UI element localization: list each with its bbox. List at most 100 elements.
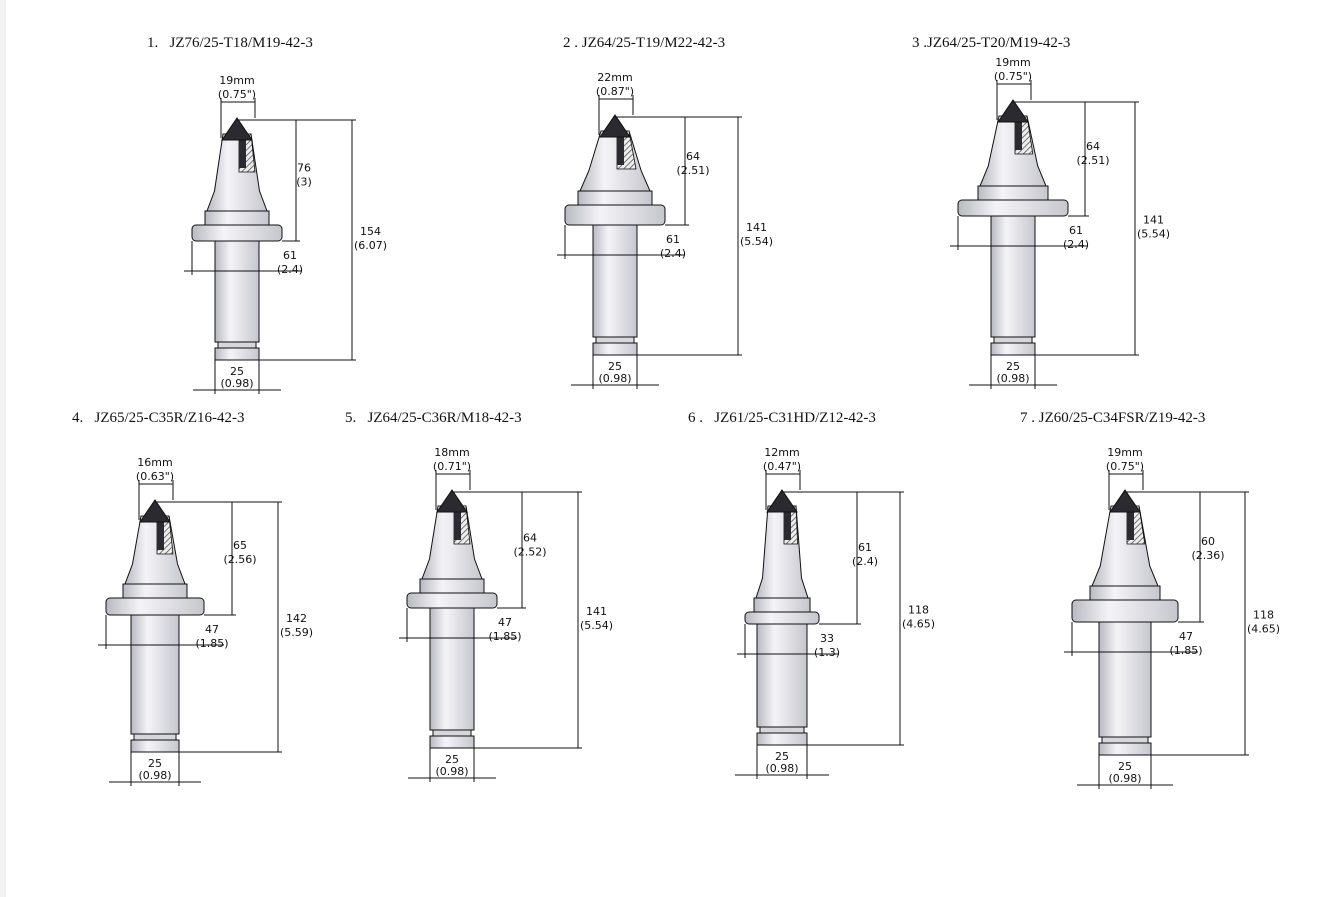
base-width-in: (0.98) <box>220 377 253 390</box>
carbide-tip <box>139 499 171 523</box>
head-length-mm: 61 <box>858 541 872 554</box>
pick-7-title: 7 . JZ60/25-C34FSR/Z19-42-3 <box>1020 410 1206 426</box>
carbide-tip <box>997 99 1029 123</box>
head-length-in: (2.51) <box>676 164 709 177</box>
pick-head-rim <box>122 583 188 599</box>
pick-head-rim <box>1089 585 1161 601</box>
base-width-in: (0.98) <box>765 762 798 775</box>
pick-2-drawing: 22mm(0.87")141(5.54)64(2.51)61(2.4)25(0.… <box>557 71 773 389</box>
shank-foot <box>756 732 808 746</box>
base-width-mm: 25 <box>1006 360 1020 373</box>
carbide-tip <box>221 117 253 141</box>
total-length-in: (6.07) <box>354 239 387 252</box>
shank-dimension-mm: 61 <box>283 249 297 262</box>
base-width-mm: 25 <box>608 360 622 373</box>
shank-groove <box>133 733 177 741</box>
total-length-mm: 154 <box>360 225 381 238</box>
head-length-mm: 60 <box>1201 535 1215 548</box>
pick-shank <box>756 623 808 728</box>
pick-5-drawing: 18mm(0.71")141(5.54)64(2.52)47(1.85)25(0… <box>399 446 613 782</box>
shank-groove <box>759 726 805 734</box>
shank-dimension-in: (2.4) <box>1063 238 1089 251</box>
pick-shank <box>429 607 475 731</box>
total-length-mm: 141 <box>746 221 767 234</box>
base-width-mm: 25 <box>230 365 244 378</box>
pick-collar <box>564 204 666 226</box>
pick-4-drawing: 16mm(0.63")142(5.59)65(2.56)47(1.85)25(0… <box>98 456 313 786</box>
head-length-in: (2.36) <box>1191 549 1224 562</box>
base-width-in: (0.98) <box>996 372 1029 385</box>
shank-dimension-mm: 61 <box>666 233 680 246</box>
head-length-mm: 65 <box>233 539 247 552</box>
head-length-in: (2.51) <box>1076 154 1109 167</box>
carbide-insert <box>617 131 624 165</box>
tip-width-mm: 19mm <box>995 56 1030 69</box>
total-length-in: (5.59) <box>280 626 313 639</box>
pick-head <box>124 515 186 585</box>
carbide-insert <box>1015 116 1022 150</box>
shank-dimension-in: (1.85) <box>195 637 228 650</box>
pick-collar <box>191 224 283 242</box>
pick-5-title: 5. JZ64/25-C36R/M18-42-3 <box>345 410 522 426</box>
pick-head <box>206 133 268 212</box>
shank-foot <box>990 342 1036 356</box>
head-length-in: (3) <box>296 176 312 189</box>
pick-head <box>579 130 651 192</box>
head-length-in: (2.52) <box>513 546 546 559</box>
base-width-in: (0.98) <box>435 765 468 778</box>
tip-width-in: (0.75") <box>218 88 256 101</box>
tip-width-mm: 16mm <box>137 456 172 469</box>
total-length-in: (5.54) <box>1137 228 1170 241</box>
head-length-mm: 64 <box>686 150 700 163</box>
shank-foot <box>592 342 638 356</box>
page-edge <box>0 0 6 897</box>
tip-width-in: (0.75") <box>1106 460 1144 473</box>
base-width-in: (0.98) <box>1108 772 1141 785</box>
total-length-mm: 141 <box>586 605 607 618</box>
shank-groove <box>1101 736 1149 744</box>
tip-width-mm: 18mm <box>434 446 469 459</box>
total-length-mm: 141 <box>1143 214 1164 227</box>
shank-dimension-in: (2.4) <box>277 263 303 276</box>
pick-3-title: 3 .JZ64/25-T20/M19-42-3 <box>912 35 1071 51</box>
shank-groove <box>217 341 257 349</box>
shank-dimension-mm: 61 <box>1069 224 1083 237</box>
pick-6-title: 6 . JZ61/25-C31HD/Z12-42-3 <box>688 410 876 426</box>
head-length-mm: 76 <box>297 162 311 175</box>
total-length-mm: 118 <box>1253 609 1274 622</box>
base-width-mm: 25 <box>1118 760 1132 773</box>
pick-shank <box>592 224 638 338</box>
total-length-mm: 118 <box>908 604 929 617</box>
total-length-in: (4.65) <box>902 618 935 631</box>
tip-width-in: (0.71") <box>433 460 471 473</box>
tip-width-in: (0.75") <box>994 70 1032 83</box>
pick-shank <box>1098 621 1152 738</box>
total-length-in: (5.54) <box>740 235 773 248</box>
shank-dimension-in: (1.85) <box>488 630 521 643</box>
pick-collar <box>957 199 1069 217</box>
carbide-insert <box>157 516 164 550</box>
head-length-in: (2.56) <box>223 553 256 566</box>
pick-1-drawing: 19mm(0.75") 154(6.07) 76(3) 61(2.4) 25(0.98) <box>184 74 387 394</box>
head-length-mm: 64 <box>523 532 537 545</box>
shank-foot <box>130 739 180 753</box>
tip-width-mm: 19mm <box>1107 446 1142 459</box>
pick-1-title: 1. JZ76/25-T18/M19-42-3 <box>147 35 313 51</box>
pick-head-rim <box>977 185 1049 201</box>
pick-collar <box>406 592 498 609</box>
shank-dimension-mm: 47 <box>205 623 219 636</box>
carbide-insert <box>454 506 461 540</box>
pick-head-rim <box>577 190 653 206</box>
total-length-in: (5.54) <box>580 619 613 632</box>
shank-foot <box>429 735 475 749</box>
total-length-in: (4.65) <box>1247 623 1280 636</box>
pick-collar <box>1071 599 1179 623</box>
tip-width-mm: 12mm <box>764 446 799 459</box>
carbide-tip <box>436 489 468 513</box>
carbide-tip <box>599 114 631 138</box>
pick-head-rim <box>419 578 485 594</box>
shank-dimension-in: (1.3) <box>814 646 840 659</box>
tip-width-mm: 19mm <box>219 74 254 87</box>
shank-groove <box>993 336 1033 344</box>
